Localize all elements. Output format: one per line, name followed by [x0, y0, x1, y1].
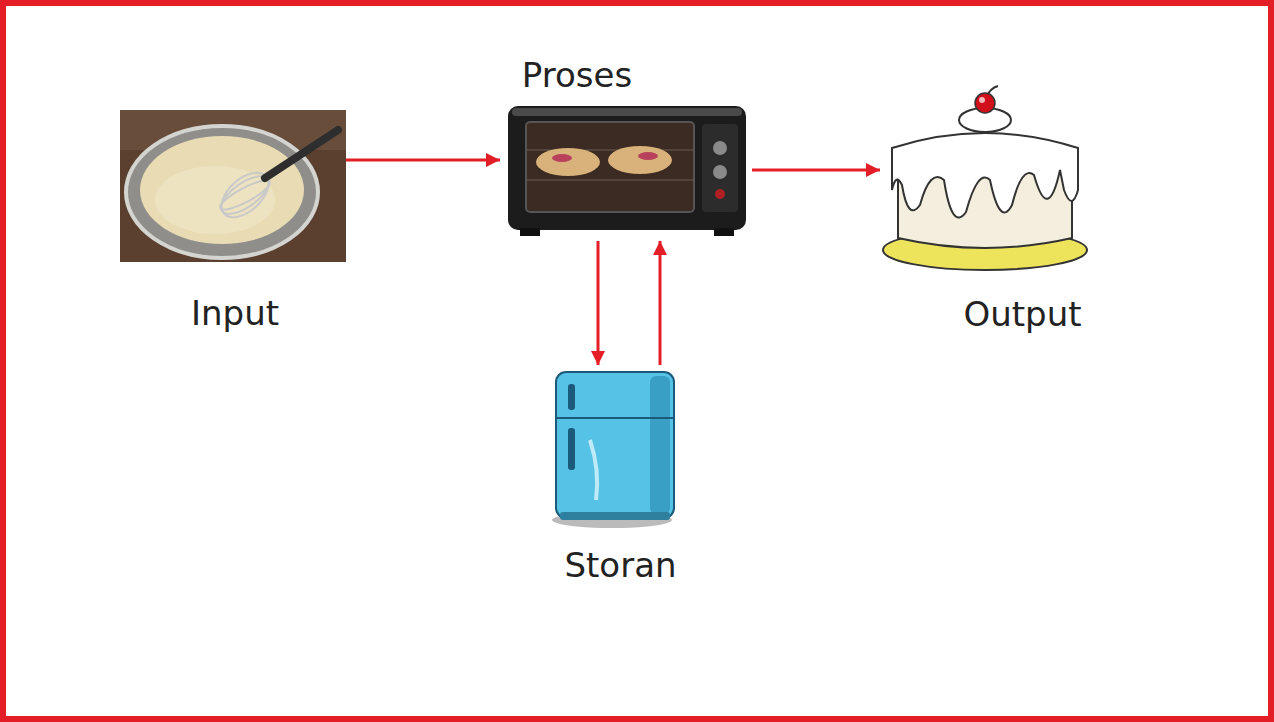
- flow-arrow: [659, 241, 662, 365]
- flow-arrow: [346, 159, 500, 162]
- input-node: Input: [120, 108, 346, 334]
- node-label: Input: [122, 293, 348, 334]
- node-label: Proses: [451, 55, 703, 96]
- flow-arrow: [597, 241, 600, 365]
- fridge-picture: [552, 372, 674, 528]
- cake-picture: [883, 86, 1087, 270]
- node-label: Storan: [548, 545, 693, 586]
- node-label: Output: [915, 294, 1130, 335]
- output-node: Output: [880, 86, 1095, 335]
- frame-border: [3, 3, 1271, 719]
- oven-picture: [508, 106, 746, 236]
- process-node: Proses: [500, 55, 752, 241]
- flow-arrow: [752, 169, 880, 172]
- mixing-bowl-photo: [120, 110, 346, 262]
- storage-node: Storan: [545, 365, 690, 586]
